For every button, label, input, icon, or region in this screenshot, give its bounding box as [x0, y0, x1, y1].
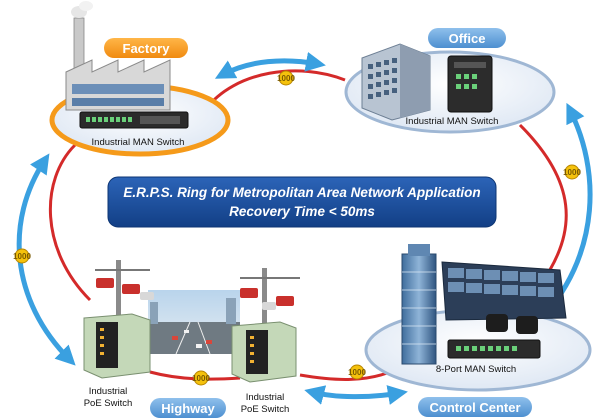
highway-left-device-label-1: Industrial — [89, 386, 128, 397]
link-highway-factory — [48, 143, 92, 302]
svg-text:Factory: Factory — [123, 41, 171, 56]
control-center-device-label: 8-Port MAN Switch — [436, 364, 516, 375]
right-cabinet-icon — [231, 321, 297, 383]
svg-text:1000: 1000 — [13, 252, 31, 261]
svg-text:Control Center: Control Center — [430, 400, 521, 415]
control-center-site: 8-Port MAN Switch Control Center — [364, 244, 592, 417]
svg-text:1000: 1000 — [563, 168, 581, 177]
office-building-icon — [361, 43, 431, 121]
left-cabinet-icon — [83, 313, 151, 379]
office-switch-icon — [447, 55, 493, 113]
video-wall-icon — [441, 261, 567, 334]
link-badge: 1000 — [563, 164, 581, 180]
title-banner: E.R.P.S. Ring for Metropolitan Area Netw… — [107, 176, 497, 228]
factory-pill: Factory — [104, 38, 188, 58]
factory-site: Industrial MAN Switch Factory — [49, 1, 231, 157]
highway-right-device-label-2: PoE Switch — [241, 404, 290, 415]
svg-text:1000: 1000 — [348, 368, 366, 377]
highway-road-image — [148, 290, 240, 355]
link-badge: 1000 — [192, 370, 210, 386]
highway-left-device-label-2: PoE Switch — [84, 398, 133, 409]
left-camera-pole-icon — [95, 260, 154, 316]
right-camera-pole-icon — [240, 268, 300, 326]
link-badge: 1000 — [13, 248, 31, 264]
factory-building-icon — [65, 1, 171, 111]
arrow-control-highway — [304, 385, 408, 405]
svg-text:1000: 1000 — [277, 74, 295, 83]
svg-text:Highway: Highway — [161, 401, 215, 416]
highway-pill: Highway — [150, 398, 226, 418]
control-center-pill: Control Center — [418, 397, 532, 417]
link-office-control — [518, 123, 568, 286]
link-badge: 1000 — [277, 70, 295, 86]
highway-site: Industrial PoE Switch Industrial PoE Swi… — [83, 260, 300, 418]
arrow-factory-office — [214, 52, 326, 79]
link-factory-office — [203, 69, 346, 111]
banner-title: E.R.P.S. Ring for Metropolitan Area Netw… — [123, 185, 480, 200]
office-site: Industrial MAN Switch Office — [344, 28, 556, 134]
office-pill: Office — [428, 28, 506, 48]
arrow-office-control — [539, 102, 593, 322]
office-device-label: Industrial MAN Switch — [406, 116, 499, 127]
link-badges: 1000 1000 1000 1000 1000 — [13, 70, 581, 386]
svg-text:1000: 1000 — [192, 374, 210, 383]
factory-device-label: Industrial MAN Switch — [92, 137, 185, 148]
svg-text:Office: Office — [449, 31, 486, 46]
control-tower-icon — [401, 244, 437, 365]
link-badge: 1000 — [348, 364, 366, 380]
control-switch-icon — [447, 339, 541, 359]
banner-subtitle: Recovery Time < 50ms — [229, 204, 375, 219]
highway-right-device-label-1: Industrial — [246, 392, 285, 403]
factory-switch-icon — [79, 111, 189, 129]
